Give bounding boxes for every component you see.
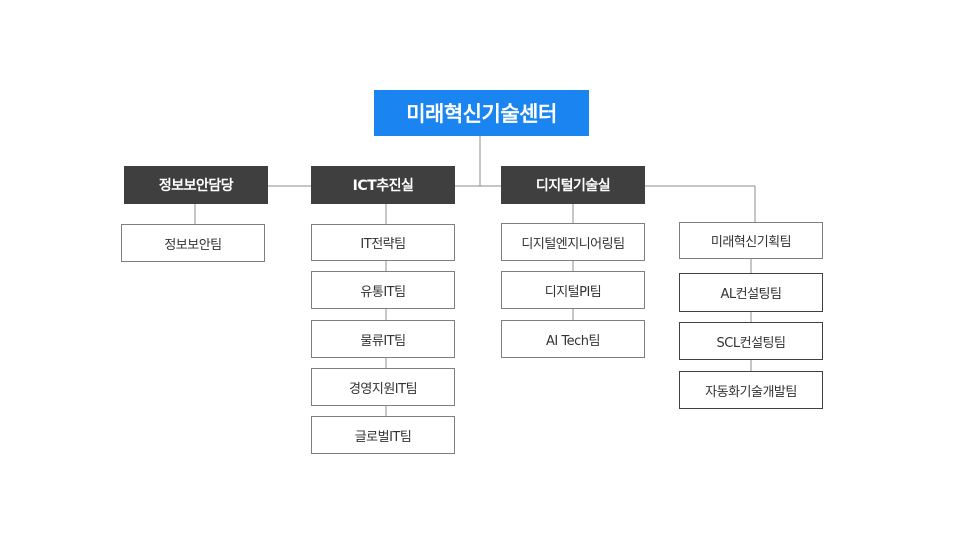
team-node: AI Tech팀	[501, 320, 645, 358]
team-node: 유통IT팀	[311, 271, 455, 309]
team-node: 경영지원IT팀	[311, 368, 455, 406]
team-node: 미래혁신기획팀	[679, 222, 823, 259]
team-node: 디지털엔지니어링팀	[501, 223, 645, 261]
root-node: 미래혁신기술센터	[374, 90, 589, 136]
team-node: 정보보안팀	[121, 224, 265, 262]
team-node: 글로벌IT팀	[311, 416, 455, 454]
team-node: 디지털PI팀	[501, 271, 645, 309]
dept-node-security: 정보보안담당	[124, 166, 268, 204]
team-node: 자동화기술개발팀	[679, 371, 823, 409]
dept-node-digital-tech: 디지털기술실	[501, 166, 645, 204]
team-node: AL컨설팅팀	[679, 273, 823, 312]
dept-node-ict: ICT추진실	[311, 166, 455, 204]
team-node: SCL컨설팅팀	[679, 322, 823, 360]
team-node: IT전략팀	[311, 224, 455, 261]
team-node: 물류IT팀	[311, 320, 455, 358]
